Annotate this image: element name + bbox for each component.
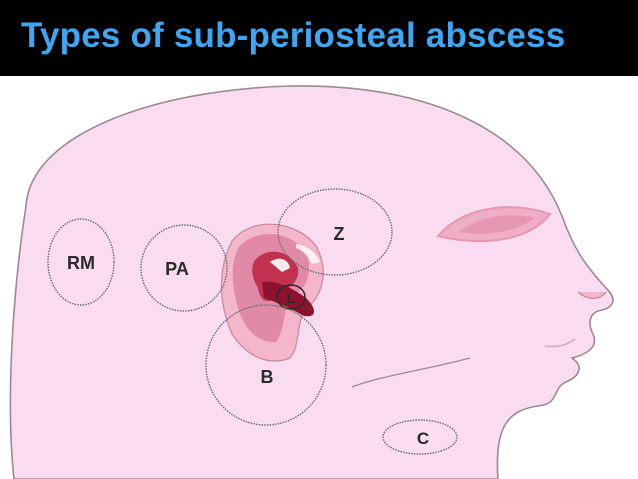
region-l [276,284,306,310]
jaw-line [351,357,471,388]
title-bar: Types of sub-periosteal abscess [0,0,638,76]
region-pa [140,224,228,312]
region-rm [47,218,115,306]
head-diagram: RM PA Z L B C [0,76,638,479]
region-z [277,188,393,276]
label-l: L [287,290,296,306]
label-z: Z [334,224,345,244]
region-b [205,304,327,426]
head-svg: RM PA Z L B C [9,85,614,479]
label-rm: RM [67,253,95,273]
label-pa: PA [165,259,189,279]
ear [220,223,324,362]
label-b: B [261,367,274,387]
label-c: C [417,429,429,448]
eye-shade [458,215,535,234]
nostril [577,291,607,299]
mouth-line [544,338,576,348]
slide-title: Types of sub-periosteal abscess [21,16,566,55]
region-c [382,419,458,455]
